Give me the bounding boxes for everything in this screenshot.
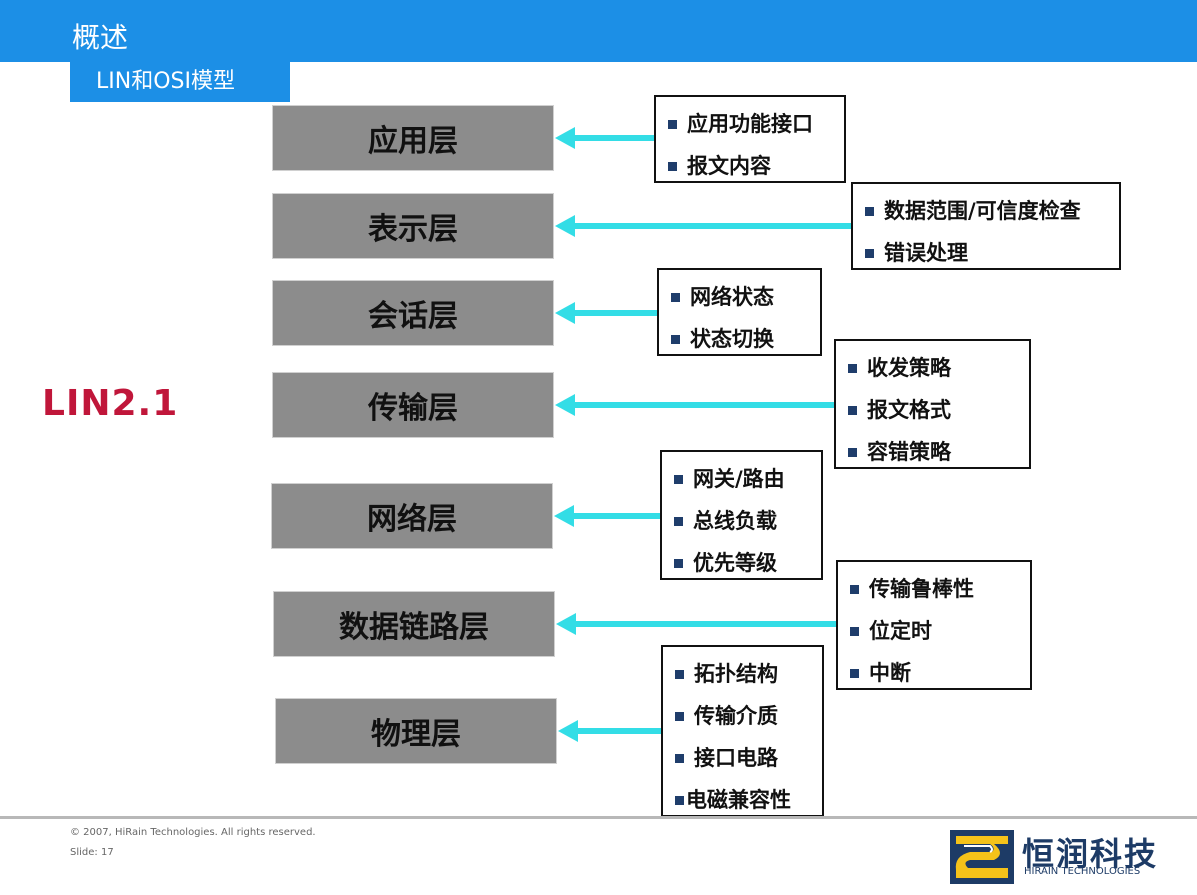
list-item: 收发策略 xyxy=(848,347,1029,389)
square-bullet-icon xyxy=(865,206,874,216)
layer-transport: 传输层 xyxy=(273,373,553,437)
footer-divider xyxy=(0,816,1197,819)
square-bullet-icon xyxy=(865,248,874,258)
list-item: 报文格式 xyxy=(848,389,1029,431)
arrow-physical xyxy=(558,720,661,742)
info-box-transport: 收发策略 报文格式 容错策略 xyxy=(834,339,1031,469)
info-box-datalink: 传输鲁棒性 位定时 中断 xyxy=(836,560,1032,690)
layer-label: 物理层 xyxy=(371,717,461,752)
arrow-session xyxy=(555,302,657,324)
square-bullet-icon xyxy=(675,795,684,805)
list-item: 容错策略 xyxy=(848,431,1029,473)
arrow-transport xyxy=(555,394,834,416)
arrow-network xyxy=(554,505,660,527)
layer-label: 会话层 xyxy=(368,299,458,334)
layer-network: 网络层 xyxy=(272,484,552,548)
info-box-network: 网关/路由 总线负载 优先等级 xyxy=(660,450,823,580)
list-item: 应用功能接口 xyxy=(668,103,844,145)
header-bar xyxy=(0,0,1197,62)
list-item: 数据范围/可信度检查 xyxy=(865,190,1119,232)
list-item: 传输鲁棒性 xyxy=(850,568,1030,610)
layer-label: 应用层 xyxy=(368,124,458,159)
info-box-presentation: 数据范围/可信度检查 错误处理 xyxy=(851,182,1121,270)
list-item: 位定时 xyxy=(850,610,1030,652)
list-item: 状态切换 xyxy=(671,318,820,360)
info-box-application: 应用功能接口 报文内容 xyxy=(654,95,846,183)
slide-subtitle: LIN和OSI模型 xyxy=(70,62,290,102)
square-bullet-icon xyxy=(674,474,683,484)
square-bullet-icon xyxy=(848,405,857,415)
square-bullet-icon xyxy=(850,668,859,678)
logo-name: 恒润科技 xyxy=(1022,835,1159,873)
lin-version-label: LIN2.1 xyxy=(42,383,179,424)
square-bullet-icon xyxy=(850,584,859,594)
arrow-presentation xyxy=(555,215,851,237)
slide-number: Slide: 17 xyxy=(70,847,114,858)
copyright-text: © 2007, HiRain Technologies. All rights … xyxy=(70,827,316,838)
info-box-physical: 拓扑结构 传输介质 接口电路 电磁兼容性 xyxy=(661,645,824,817)
square-bullet-icon xyxy=(674,558,683,568)
arrow-datalink xyxy=(556,613,836,635)
list-item: 网关/路由 xyxy=(674,458,821,500)
layer-session: 会话层 xyxy=(273,281,553,345)
layer-datalink: 数据链路层 xyxy=(274,592,554,656)
arrow-application xyxy=(555,127,654,149)
list-item: 报文内容 xyxy=(668,145,844,187)
hirain-logo-icon xyxy=(950,830,1014,884)
layer-label: 数据链路层 xyxy=(339,610,489,645)
layer-label: 网络层 xyxy=(367,502,457,537)
list-item: 总线负载 xyxy=(674,500,821,542)
slide-title: 概述 xyxy=(72,21,129,54)
square-bullet-icon xyxy=(675,669,684,679)
list-item: 传输介质 xyxy=(675,695,822,737)
layer-application: 应用层 xyxy=(273,106,553,170)
square-bullet-icon xyxy=(850,626,859,636)
square-bullet-icon xyxy=(671,292,680,302)
square-bullet-icon xyxy=(668,161,677,171)
list-item: 接口电路 xyxy=(675,737,822,779)
list-item: 错误处理 xyxy=(865,232,1119,274)
square-bullet-icon xyxy=(675,753,684,763)
square-bullet-icon xyxy=(668,119,677,129)
layer-label: 传输层 xyxy=(368,391,458,426)
square-bullet-icon xyxy=(675,711,684,721)
layer-physical: 物理层 xyxy=(276,699,556,763)
square-bullet-icon xyxy=(848,363,857,373)
square-bullet-icon xyxy=(848,447,857,457)
list-item: 电磁兼容性 xyxy=(675,779,822,821)
list-item: 网络状态 xyxy=(671,276,820,318)
info-box-session: 网络状态 状态切换 xyxy=(657,268,822,356)
square-bullet-icon xyxy=(674,516,683,526)
layer-presentation: 表示层 xyxy=(273,194,553,258)
list-item: 中断 xyxy=(850,652,1030,694)
list-item: 优先等级 xyxy=(674,542,821,584)
square-bullet-icon xyxy=(671,334,680,344)
list-item: 拓扑结构 xyxy=(675,653,822,695)
logo-subtitle: HIRAIN TECHNOLOGIES xyxy=(1024,866,1141,877)
layer-label: 表示层 xyxy=(368,212,458,247)
